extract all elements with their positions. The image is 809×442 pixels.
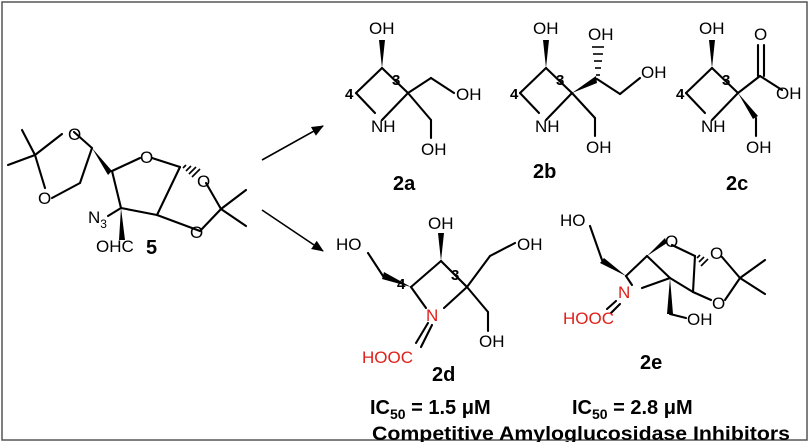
hydroxyl-label: OH <box>588 25 614 44</box>
compound-5-structure <box>6 128 248 240</box>
hydroxyl-label: OH <box>421 140 447 159</box>
compound-2c-structure <box>684 40 784 138</box>
hydroxyl-label: HO <box>560 211 586 230</box>
position-4-label: 4 <box>676 86 685 103</box>
position-3-label: 3 <box>451 267 459 284</box>
hydroxyl-label: OH <box>533 19 559 38</box>
compound-label-5: 5 <box>146 237 157 259</box>
hydroxyl-label: OH <box>746 138 772 157</box>
nitrogen-label: N <box>618 283 630 302</box>
ic50-2d-value: IC50 = 1.5 μM <box>370 397 491 422</box>
hydroxyl-label: OH <box>641 63 667 82</box>
reaction-arrow-upper <box>261 125 324 161</box>
compound-label-2c: 2c <box>726 173 748 195</box>
atom-o: O <box>140 148 153 167</box>
atom-o: O <box>68 125 81 144</box>
atom-o: O <box>665 232 678 251</box>
nitrogen-label: N <box>426 306 438 325</box>
compound-2e-structure <box>588 224 767 320</box>
hydroxyl-label: OH <box>369 19 395 38</box>
atom-o: O <box>712 294 725 313</box>
aldehyde-label: OHC <box>96 237 134 256</box>
position-4-label: 4 <box>510 86 519 103</box>
scheme-caption: Competitive Amyloglucosidase Inhibitors <box>372 424 790 442</box>
hydroxyl-label: OH <box>456 85 482 104</box>
amine-label: NH <box>535 117 560 136</box>
ic50-2e-value: IC50 = 2.8 μM <box>572 397 693 422</box>
compound-label-2a: 2a <box>393 173 416 195</box>
atom-o: O <box>38 189 51 208</box>
hydroxyl-label: OH <box>428 214 454 233</box>
hydroxyl-label: OH <box>479 332 505 351</box>
amine-label: NH <box>701 117 726 136</box>
hydroxyl-label: OH <box>517 235 543 254</box>
hydroxyl-label: OH <box>776 84 802 103</box>
reaction-arrow-lower <box>261 209 324 252</box>
compound-label-2b: 2b <box>533 161 556 183</box>
position-4-label: 4 <box>397 276 406 293</box>
hydroxyl-label: OH <box>687 310 713 329</box>
position-4-label: 4 <box>345 86 354 103</box>
hydroxyl-label: OH <box>586 138 612 157</box>
atom-o: O <box>754 25 767 44</box>
atom-o: O <box>190 223 203 242</box>
atom-o: O <box>197 172 210 191</box>
compound-2d-structure <box>366 233 517 349</box>
azide-label: N3 <box>88 208 107 231</box>
carboxyl-label: HOOC <box>563 309 614 328</box>
compound-2a-structure <box>354 40 456 140</box>
amine-label: NH <box>371 117 396 136</box>
position-3-label: 3 <box>556 72 564 89</box>
compound-label-2d: 2d <box>432 364 455 386</box>
hydroxyl-label: OH <box>699 19 725 38</box>
position-3-label: 3 <box>722 72 730 89</box>
atom-o: O <box>710 244 723 263</box>
compound-label-2e: 2e <box>640 352 662 374</box>
hydroxyl-label: HO <box>336 235 362 254</box>
compound-2b-structure <box>518 40 642 138</box>
position-3-label: 3 <box>392 72 400 89</box>
carboxyl-label: HOOC <box>362 348 413 367</box>
